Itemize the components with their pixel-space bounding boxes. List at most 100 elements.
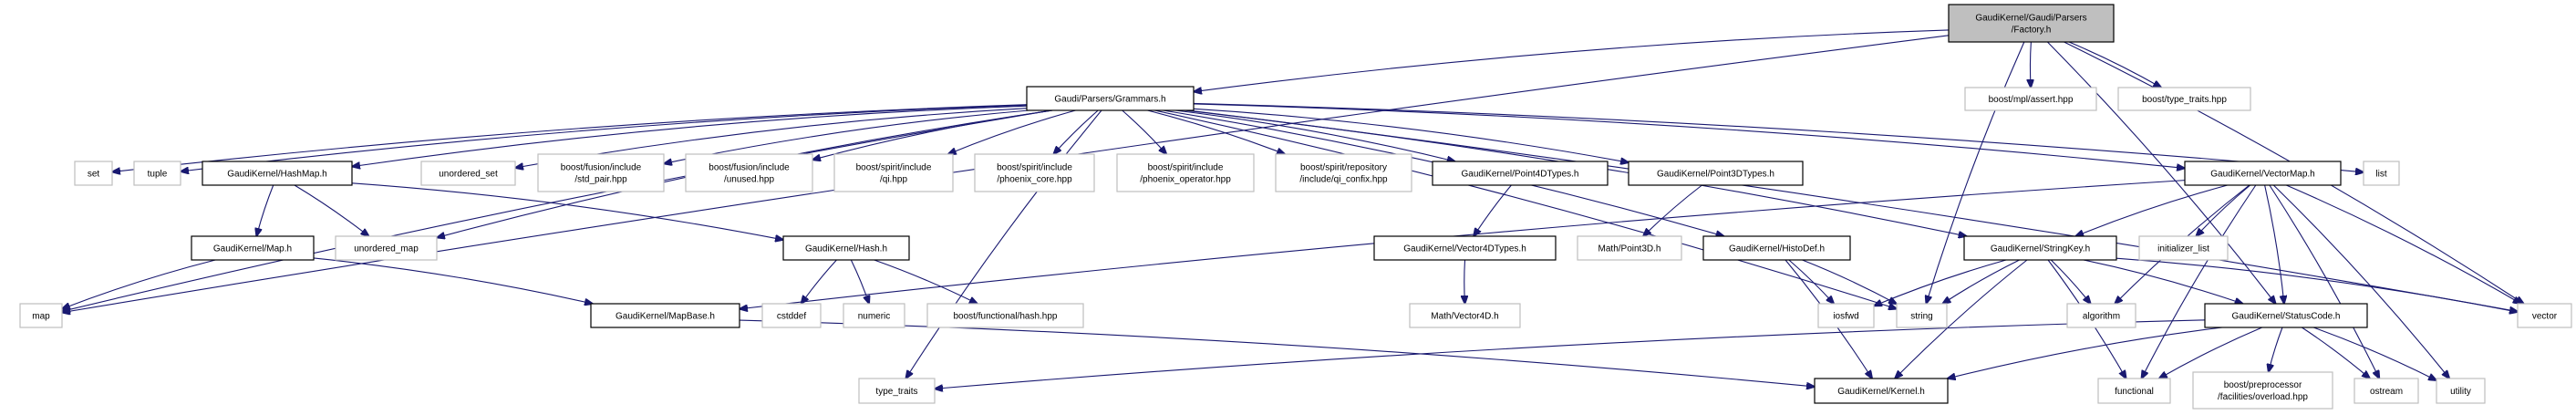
edge-statuscode-to-functional <box>2159 327 2262 379</box>
edge-grammars-to-phoenix_operator <box>1122 109 1167 154</box>
node-box <box>191 235 315 261</box>
node-box <box>782 235 910 261</box>
node-box <box>2354 378 2419 404</box>
node-box <box>2066 303 2136 328</box>
node-box <box>843 303 905 328</box>
node-statuscode[interactable]: GaudiKernel/StatusCode.h <box>2204 303 2368 328</box>
edge-point4d-to-vector4d <box>1474 184 1512 236</box>
node-vectormap[interactable]: GaudiKernel/VectorMap.h <box>2184 161 2342 186</box>
edge-statuscode-to-kernel <box>1948 327 2223 379</box>
edge-vectormap-to-statuscode <box>2264 184 2284 304</box>
node-label: boost/mpl/assert.hpp <box>1989 95 2074 105</box>
node-box <box>537 153 665 192</box>
node-box <box>2184 161 2342 186</box>
edge-factory-to-string <box>1926 41 2025 304</box>
node-box <box>2436 378 2486 404</box>
node-label: GaudiKernel/Kernel.h <box>1837 387 1925 397</box>
node-initializer_list: initializer_list <box>2138 235 2229 261</box>
edge-vectormap-to-mapbase <box>740 180 2186 309</box>
node-box <box>1896 303 1948 328</box>
edge-grammars-to-map <box>62 109 1052 311</box>
edge-vectormap-to-utility <box>2272 184 2449 379</box>
node-box <box>1817 303 1875 328</box>
node-label: GaudiKernel/HistoDef.h <box>1729 244 1825 254</box>
node-phoenix_operator: boost/spirit/include/phoenix_operator.hp… <box>1116 153 1255 192</box>
edge-grammars-to-point3d <box>1193 108 1629 162</box>
node-algorithm: algorithm <box>2066 303 2136 328</box>
node-label: GaudiKernel/Gaudi/Parsers <box>1975 14 2086 24</box>
node-vector4d[interactable]: GaudiKernel/Vector4DTypes.h <box>1373 235 1557 261</box>
node-functional_hash: boost/functional/hash.hpp <box>926 303 1084 328</box>
node-std_pair: boost/fusion/include/std_pair.hpp <box>537 153 665 192</box>
edge-mapbase-to-kernel <box>739 319 1815 387</box>
edge-grammars-to-list <box>1193 102 2364 171</box>
node-label: GaudiKernel/StatusCode.h <box>2232 312 2341 322</box>
edge-grammars-to-vectormap <box>1193 103 2185 169</box>
node-box <box>1373 235 1557 261</box>
node-label: map <box>32 312 50 322</box>
edge-map_h-to-mapbase <box>313 257 593 304</box>
edge-vectormap-to-ostream <box>2269 184 2379 379</box>
node-label: string <box>1910 312 1932 322</box>
edge-grammars-to-type_traits <box>905 109 1102 379</box>
node-label: unordered_set <box>439 170 498 180</box>
edge-stringkey-to-vector <box>2116 257 2518 312</box>
edge-grammars-to-phoenix_core <box>1053 109 1099 154</box>
node-hash_h[interactable]: GaudiKernel/Hash.h <box>782 235 910 261</box>
node-box <box>590 303 740 328</box>
edge-vectormap-to-stringkey <box>2075 184 2228 236</box>
node-set: set <box>74 161 113 186</box>
node-label: /facilities/overload.hpp <box>2218 392 2308 402</box>
node-typetraitshpp: boost/type_traits.hpp <box>2117 87 2251 111</box>
node-label: GaudiKernel/Point3DTypes.h <box>1657 170 1774 180</box>
node-label: Math/Vector4D.h <box>1431 312 1498 322</box>
node-label: boost/spirit/include <box>997 163 1072 173</box>
edge-factory-to-grammars <box>1194 29 1950 92</box>
node-label: unordered_map <box>354 244 419 254</box>
edge-statuscode-to-type_traits <box>935 319 2206 389</box>
edge-grammars-to-string <box>1154 109 1897 309</box>
edge-grammars-to-qi <box>948 109 1076 154</box>
node-box <box>1432 161 1609 186</box>
node-vector: vector <box>2517 303 2572 328</box>
edge-histodef-to-string <box>1802 259 1897 304</box>
node-label: GaudiKernel/StringKey.h <box>1991 244 2090 254</box>
node-factory[interactable]: GaudiKernel/Gaudi/Parsers/Factory.h <box>1948 4 2115 43</box>
node-hashmap[interactable]: GaudiKernel/HashMap.h <box>202 161 353 186</box>
node-label: cstddef <box>777 312 806 322</box>
node-label: Gaudi/Parsers/Grammars.h <box>1054 95 1165 105</box>
node-box <box>2097 378 2171 404</box>
node-box <box>1275 153 1412 192</box>
node-assert: boost/mpl/assert.hpp <box>1964 87 2097 111</box>
node-box <box>1628 161 1804 186</box>
edge-hash_h-to-cstddef <box>802 259 837 304</box>
node-box <box>2204 303 2368 328</box>
edges-layer <box>62 29 2524 389</box>
node-box <box>133 161 181 186</box>
node-label: /qi.hpp <box>880 175 907 185</box>
node-box <box>1814 378 1949 404</box>
node-mapbase[interactable]: GaudiKernel/MapBase.h <box>590 303 740 328</box>
node-grammars[interactable]: Gaudi/Parsers/Grammars.h <box>1026 86 1195 111</box>
edge-statuscode-to-overload <box>2269 327 2283 372</box>
edge-grammars-to-hashmap <box>352 105 1028 166</box>
node-label: boost/preprocessor <box>2224 380 2302 390</box>
node-box <box>974 153 1095 192</box>
node-histodef[interactable]: GaudiKernel/HistoDef.h <box>1702 235 1851 261</box>
node-utility: utility <box>2436 378 2486 404</box>
node-qi: boost/spirit/include/qi.hpp <box>833 153 954 192</box>
node-box <box>1026 86 1195 111</box>
node-stringkey[interactable]: GaudiKernel/StringKey.h <box>1963 235 2117 261</box>
node-label: /phoenix_core.hpp <box>997 175 1072 185</box>
node-map_h[interactable]: GaudiKernel/Map.h <box>191 235 315 261</box>
node-box <box>833 153 954 192</box>
node-unordered_map: unordered_map <box>335 235 438 261</box>
node-box <box>2363 161 2400 186</box>
edge-grammars-to-tuple <box>181 104 1028 171</box>
node-point3d[interactable]: GaudiKernel/Point3DTypes.h <box>1628 161 1804 186</box>
node-point4d[interactable]: GaudiKernel/Point4DTypes.h <box>1432 161 1609 186</box>
edge-hashmap-to-hash_h <box>351 182 783 240</box>
node-box <box>202 161 353 186</box>
node-kernel[interactable]: GaudiKernel/Kernel.h <box>1814 378 1949 404</box>
